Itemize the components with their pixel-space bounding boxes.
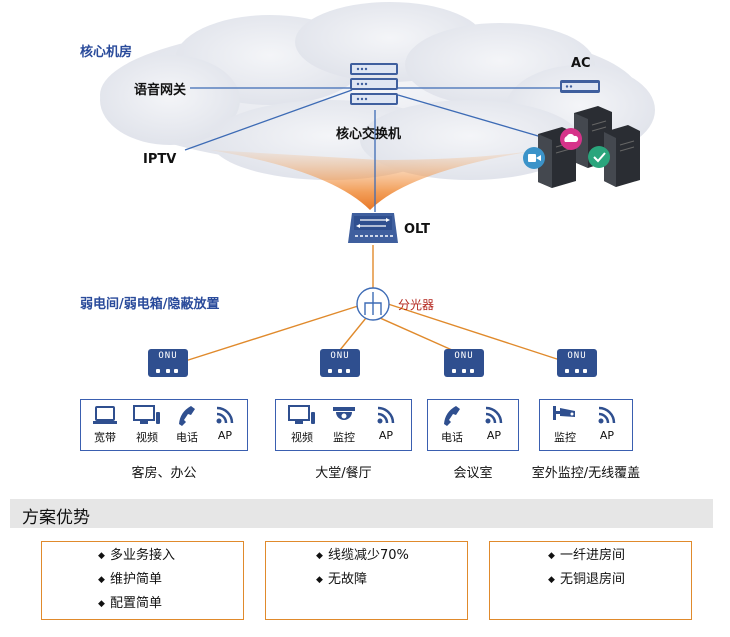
- service-label: 监控: [333, 431, 355, 444]
- bullet-camera-icon: [553, 406, 575, 420]
- onu-label: ONU: [567, 351, 587, 361]
- group-name: 大堂/餐厅: [315, 466, 372, 481]
- service-box-guest-office: 宽带 视频 电话 AP: [80, 399, 248, 451]
- phone-icon: [444, 406, 460, 426]
- wifi-icon: [377, 406, 395, 424]
- service-label: AP: [217, 429, 233, 442]
- service-broadband: 宽带: [83, 404, 127, 445]
- advantage-box: ◆线缆减少70% ◆无故障: [265, 541, 468, 620]
- service-ap: AP: [472, 404, 516, 442]
- splitter-label: 分光器: [398, 298, 435, 312]
- service-label: AP: [486, 429, 502, 442]
- service-video: 视频: [280, 404, 324, 445]
- video-badge-icon: [523, 147, 545, 169]
- core-switch-label: 核心交换机: [336, 127, 402, 142]
- wifi-icon: [598, 406, 616, 424]
- group-name: 客房、办公: [131, 466, 197, 481]
- cloud-badge-icon: [560, 128, 582, 150]
- service-ap: AP: [585, 404, 629, 442]
- onu-label: ONU: [158, 351, 178, 361]
- check-badge-icon: [588, 146, 610, 168]
- advantage-item: ◆一纤进房间: [548, 548, 626, 563]
- service-label: 监控: [554, 431, 576, 444]
- network-topology: [100, 2, 655, 363]
- advantages-header: 方案优势: [10, 499, 713, 528]
- monitor-icon: [133, 405, 160, 424]
- service-ap: AP: [364, 404, 408, 442]
- onu-device: ONU: [148, 349, 188, 377]
- service-label: 视频: [291, 431, 313, 444]
- service-label: AP: [378, 429, 394, 442]
- laptop-icon: [93, 406, 117, 424]
- olt-icon: [348, 213, 398, 243]
- wifi-icon: [485, 406, 503, 424]
- service-box-meeting-room: 电话 AP: [427, 399, 519, 451]
- advantage-item: ◆维护简单: [98, 572, 163, 587]
- ac-controller-icon: [560, 80, 600, 93]
- advantage-item: ◆无故障: [316, 572, 368, 587]
- advantage-item: ◆多业务接入: [98, 548, 176, 563]
- onu-device: ONU: [557, 349, 597, 377]
- onu-device: ONU: [320, 349, 360, 377]
- advantages-title: 方案优势: [22, 508, 90, 528]
- service-surveillance: 监控: [322, 404, 366, 445]
- advantage-item: ◆线缆减少70%: [316, 548, 409, 563]
- service-phone: 电话: [165, 404, 209, 445]
- service-label: 电话: [441, 431, 463, 444]
- splitter-icon: [356, 287, 390, 321]
- service-label: 宽带: [94, 431, 116, 444]
- iptv-label: IPTV: [143, 152, 177, 167]
- voice-gateway-label: 语音网关: [134, 83, 187, 98]
- service-label: 电话: [176, 431, 198, 444]
- monitor-icon: [288, 405, 315, 424]
- service-phone: 电话: [430, 404, 474, 445]
- dome-camera-icon: [333, 407, 355, 420]
- service-box-lobby-restaurant: 视频 监控 AP: [275, 399, 412, 451]
- wifi-icon: [216, 406, 234, 424]
- service-label: AP: [599, 429, 615, 442]
- group-name: 室外监控/无线覆盖: [531, 466, 641, 481]
- advantage-box: ◆多业务接入 ◆维护简单 ◆配置简单: [41, 541, 244, 620]
- onu-label: ONU: [330, 351, 350, 361]
- group-name: 会议室: [453, 466, 493, 481]
- advantage-item: ◆无铜退房间: [548, 572, 626, 587]
- advantage-item: ◆配置简单: [98, 596, 163, 611]
- ac-label: AC: [571, 56, 591, 71]
- phone-icon: [179, 406, 195, 426]
- service-surveillance: 监控: [543, 404, 587, 445]
- weak-room-label: 弱电间/弱电箱/隐蔽放置: [80, 297, 220, 312]
- advantage-box: ◆一纤进房间 ◆无铜退房间: [489, 541, 692, 620]
- fiber-lines: [181, 245, 561, 363]
- service-ap: AP: [203, 404, 247, 442]
- onu-device: ONU: [444, 349, 484, 377]
- service-label: 视频: [136, 431, 158, 444]
- service-box-outdoor: 监控 AP: [539, 399, 633, 451]
- service-video: 视频: [125, 404, 169, 445]
- olt-label: OLT: [404, 222, 431, 237]
- core-room-label: 核心机房: [80, 45, 133, 60]
- uplink-lines: [184, 87, 560, 212]
- core-switch-icon: [350, 63, 398, 105]
- onu-label: ONU: [454, 351, 474, 361]
